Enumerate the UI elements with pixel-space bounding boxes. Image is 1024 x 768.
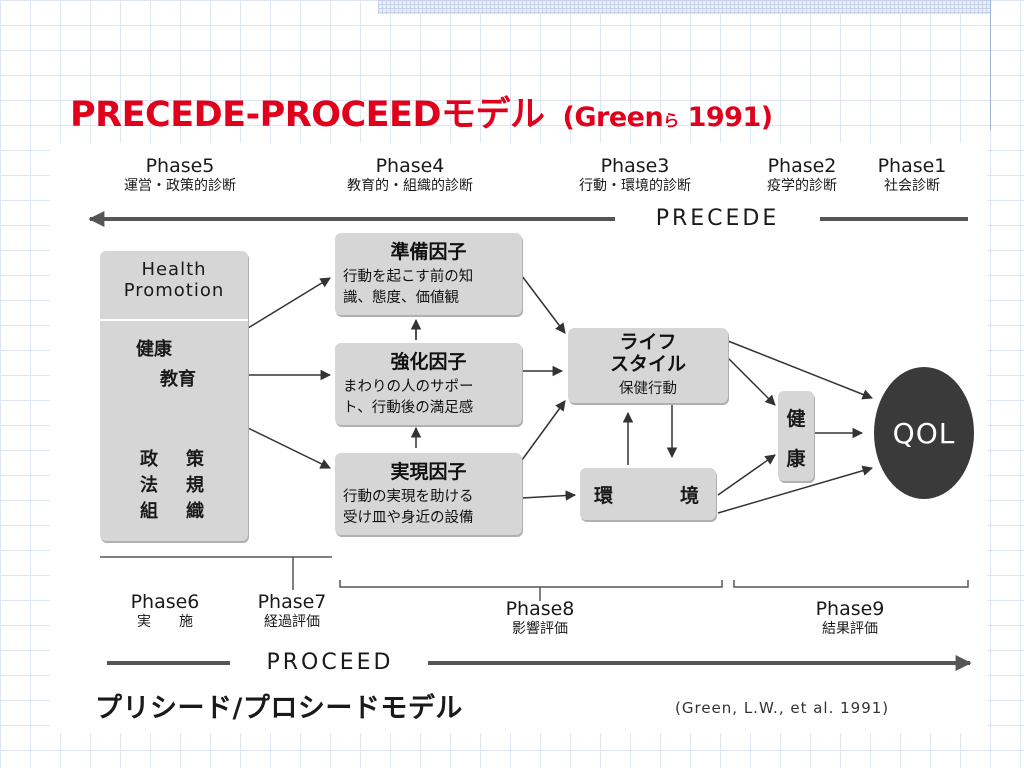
predisposing-factor-box: 準備因子 行動を起こす前の知 識、態度、価値観 bbox=[335, 233, 522, 315]
health-promotion-divider bbox=[100, 319, 248, 321]
education-label-2: 教育 bbox=[160, 369, 196, 390]
enabling-title: 実現因子 bbox=[390, 461, 467, 483]
phase3: Phase3 行動・環境的診断 bbox=[579, 155, 691, 194]
reinforcing-desc-2: ト、行動後の満足感 bbox=[343, 400, 474, 416]
phase-bracket-9 bbox=[733, 580, 969, 588]
qol-ellipse bbox=[874, 367, 974, 499]
enabling-desc-2: 受け皿や身近の設備 bbox=[343, 510, 474, 526]
reinforcing-title: 強化因子 bbox=[390, 351, 467, 373]
precede-label: PRECEDE bbox=[620, 206, 815, 231]
predisposing-title: 準備因子 bbox=[390, 241, 467, 263]
phase8: Phase8 影響評価 bbox=[505, 598, 575, 637]
phase-bracket-8 bbox=[339, 580, 723, 588]
title-citation: (Greenら 1991) bbox=[562, 102, 774, 133]
phase6: Phase6 実 施 bbox=[130, 591, 200, 630]
phase4: Phase4 教育的・組織的診断 bbox=[347, 155, 473, 194]
phase1: Phase1 社会診断 bbox=[877, 155, 947, 194]
enabling-factor-box: 実現因子 行動の実現を助ける 受け皿や身近の設備 bbox=[335, 453, 522, 535]
phase7: Phase7 経過評価 bbox=[257, 591, 327, 630]
health-label: 健 康 bbox=[786, 408, 806, 470]
diagram-caption: プリシード/プロシードモデル bbox=[95, 693, 463, 724]
phase5: Phase5 運営・政策的診断 bbox=[124, 155, 236, 194]
lifestyle-desc: 保健行動 bbox=[619, 381, 677, 397]
lifestyle-title: ライフ スタイル bbox=[609, 331, 686, 375]
health-box: 健 康 bbox=[778, 391, 814, 481]
environment-label-right: 境 bbox=[680, 485, 700, 507]
phase9: Phase9 結果評価 bbox=[815, 598, 885, 637]
title-main: PRECEDE-PROCEEDモデル bbox=[70, 95, 545, 135]
phase2: Phase2 疫学的診断 bbox=[767, 155, 837, 194]
precede-proceed-diagram: Phase5 運営・政策的診断 Phase4 教育的・組織的診断 Phase3 … bbox=[50, 143, 987, 733]
enabling-desc-1: 行動の実現を助ける bbox=[343, 489, 474, 505]
header-band bbox=[378, 0, 990, 14]
environment-box: 環 境 bbox=[580, 468, 716, 520]
diagram-citation: (Green, L.W., et al. 1991) bbox=[675, 699, 890, 717]
regulation-column: 策 規 織 bbox=[186, 449, 204, 522]
health-promotion-box: Health Promotion 健康 教育 政 法 組 策 規 織 bbox=[100, 251, 248, 541]
predisposing-desc-1: 行動を起こす前の知 bbox=[343, 269, 474, 285]
reinforcing-factor-box: 強化因子 まわりの人のサポー ト、行動後の満足感 bbox=[335, 343, 522, 425]
health-promotion-title: Health Promotion bbox=[123, 259, 225, 301]
policy-column: 政 法 組 bbox=[140, 449, 158, 522]
environment-label-left: 環 bbox=[594, 485, 614, 507]
reinforcing-desc-1: まわりの人のサポー bbox=[343, 379, 474, 395]
predisposing-desc-2: 識、態度、価値観 bbox=[343, 290, 459, 306]
qol-label: QOL bbox=[892, 417, 956, 450]
education-label-1: 健康 bbox=[136, 339, 172, 360]
proceed-label: PROCEED bbox=[235, 650, 425, 675]
lifestyle-box: ライフ スタイル 保健行動 bbox=[568, 328, 728, 403]
slide-title: PRECEDE-PROCEEDモデル (Greenら 1991) bbox=[70, 86, 773, 137]
header-rule bbox=[990, 0, 991, 130]
